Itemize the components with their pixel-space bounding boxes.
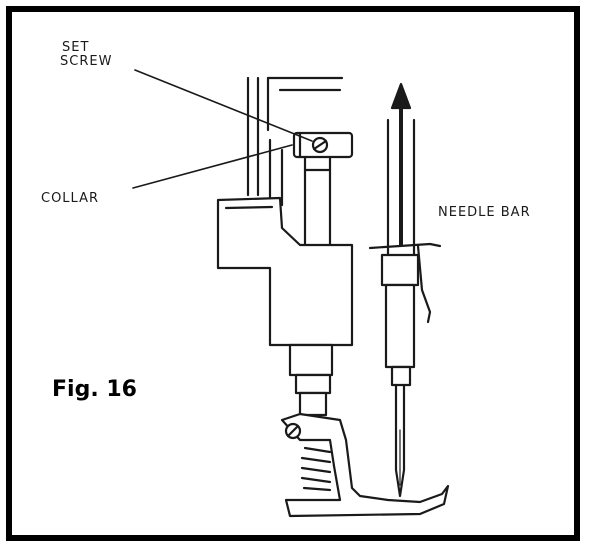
up-arrow (390, 82, 412, 247)
set-screw-leader (134, 69, 313, 142)
presser-bar (303, 155, 332, 247)
presser-bar-housing (246, 76, 344, 207)
collar-label: COLLAR (41, 191, 100, 206)
lifter-block (216, 196, 354, 347)
presser-foot (280, 412, 450, 518)
figure-caption: Fig. 16 (52, 377, 137, 402)
set-screw (311, 136, 329, 154)
lower-shaft (288, 343, 334, 417)
needle-bar-label: NEEDLE BAR (438, 205, 531, 220)
collar-leader (132, 144, 293, 189)
set-screw-label-line2: SCREW (60, 54, 113, 69)
needle-bar (368, 118, 442, 498)
set-screw-label-line1: SET (62, 40, 90, 55)
